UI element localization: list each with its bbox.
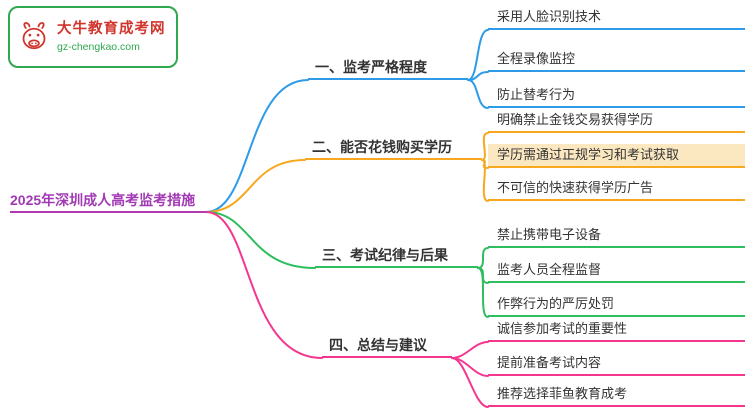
leaf-node-2-2: 学历需通过正规学习和考试获取 bbox=[488, 144, 745, 168]
edge-b3-l3 bbox=[477, 267, 489, 318]
logo-title: 大牛教育成考网 bbox=[57, 21, 166, 38]
leaf-node-4-2: 提前准备考试内容 bbox=[488, 352, 745, 376]
edge-root-branch4 bbox=[205, 211, 323, 359]
edge-b3-l1 bbox=[477, 247, 489, 269]
leaf-node-1-1: 采用人脸识别技术 bbox=[488, 6, 745, 30]
edge-b1-l3 bbox=[467, 79, 489, 109]
leaf-node-3-2: 监考人员全程监督 bbox=[488, 259, 745, 283]
branch-node-3: 三、考试纪律与后果 bbox=[315, 246, 478, 268]
logo-text: 大牛教育成考网 gz-chengkao.com bbox=[57, 21, 166, 53]
leaf-node-4-3: 推荐选择菲鱼教育成考 bbox=[488, 383, 745, 407]
site-logo: 大牛教育成考网 gz-chengkao.com bbox=[8, 6, 178, 68]
edge-b2-l3 bbox=[481, 159, 489, 202]
edge-root-branch1 bbox=[205, 79, 309, 213]
leaf-node-2-3: 不可信的快速获得学历广告 bbox=[488, 177, 745, 201]
logo-domain: gz-chengkao.com bbox=[57, 40, 140, 53]
root-node: 2025年深圳成人高考监考措施 bbox=[10, 190, 207, 213]
bull-icon bbox=[22, 22, 46, 50]
edge-root-branch3 bbox=[205, 211, 316, 269]
leaf-node-4-1: 诚信参加考试的重要性 bbox=[488, 318, 745, 342]
leaf-node-1-3: 防止替考行为 bbox=[488, 84, 745, 108]
edge-b1-l1 bbox=[467, 29, 489, 81]
edge-b4-l1 bbox=[451, 341, 489, 359]
edge-b4-l3 bbox=[451, 357, 489, 408]
edge-root-branch2 bbox=[205, 159, 306, 213]
leaf-node-2-1: 明确禁止金钱交易获得学历 bbox=[488, 109, 745, 133]
branch-node-4: 四、总结与建议 bbox=[322, 336, 452, 358]
branch-node-1: 一、监考严格程度 bbox=[308, 58, 468, 80]
branch-node-2: 二、能否花钱购买学历 bbox=[305, 138, 482, 160]
leaf-node-3-1: 禁止携带电子设备 bbox=[488, 224, 745, 248]
leaf-node-1-2: 全程录像监控 bbox=[488, 48, 745, 72]
edge-b1-l2 bbox=[467, 71, 489, 81]
leaf-node-3-3: 作弊行为的严厉处罚 bbox=[488, 293, 745, 317]
